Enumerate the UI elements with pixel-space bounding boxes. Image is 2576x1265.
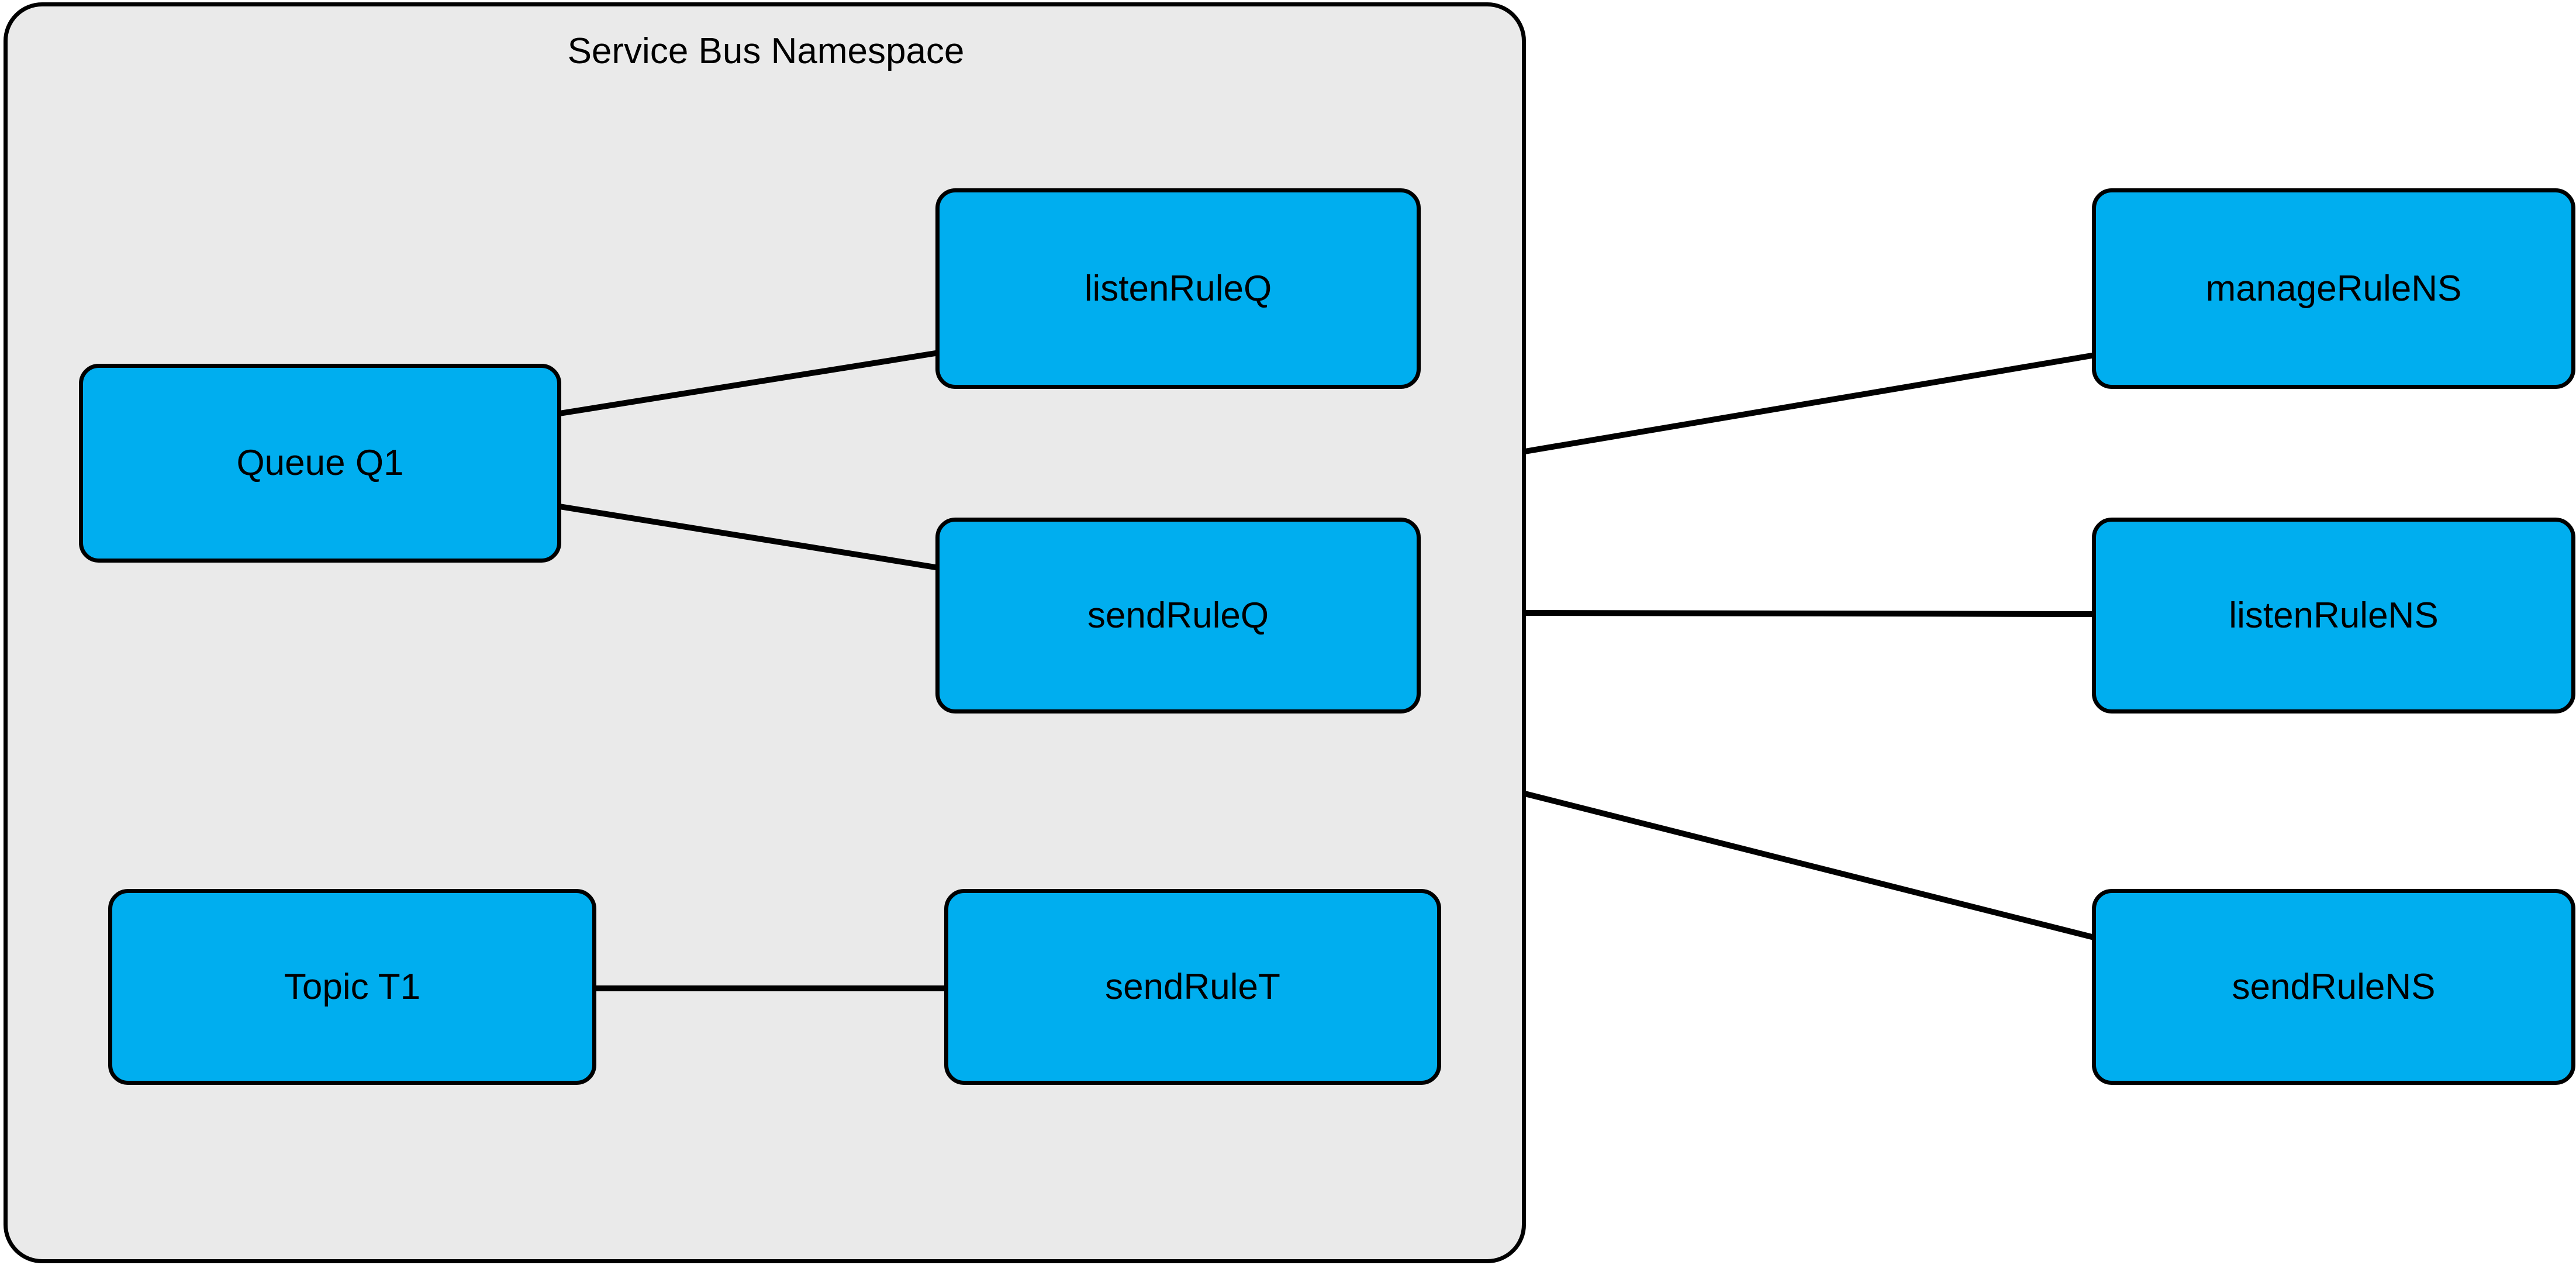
- node-label-topic-t1: Topic T1: [284, 966, 421, 1007]
- node-label-listen-rule-ns: listenRuleNS: [2229, 595, 2439, 636]
- edge-namespace-managerulens: [1522, 353, 2095, 454]
- node-send-rule-t[interactable]: sendRuleT: [944, 889, 1441, 1085]
- node-listen-rule-ns[interactable]: listenRuleNS: [2092, 518, 2575, 713]
- node-manage-rule-ns[interactable]: manageRuleNS: [2092, 188, 2575, 389]
- node-send-rule-ns[interactable]: sendRuleNS: [2092, 889, 2575, 1085]
- node-queue-q1[interactable]: Queue Q1: [79, 364, 561, 563]
- node-label-queue-q1: Queue Q1: [236, 443, 404, 483]
- node-label-send-rule-t: sendRuleT: [1105, 966, 1280, 1007]
- edge-namespace-sendrulens: [1522, 791, 2095, 940]
- edge-namespace-listenrulens: [1522, 610, 2095, 617]
- node-send-rule-q[interactable]: sendRuleQ: [935, 518, 1421, 713]
- service-bus-namespace-title: Service Bus Namespace: [567, 31, 965, 71]
- node-label-send-rule-ns: sendRuleNS: [2232, 966, 2436, 1007]
- node-label-manage-rule-ns: manageRuleNS: [2205, 268, 2462, 309]
- node-topic-t1[interactable]: Topic T1: [108, 889, 596, 1085]
- node-label-listen-rule-q: listenRuleQ: [1084, 268, 1272, 309]
- node-label-send-rule-q: sendRuleQ: [1087, 595, 1269, 636]
- node-listen-rule-q[interactable]: listenRuleQ: [935, 188, 1421, 389]
